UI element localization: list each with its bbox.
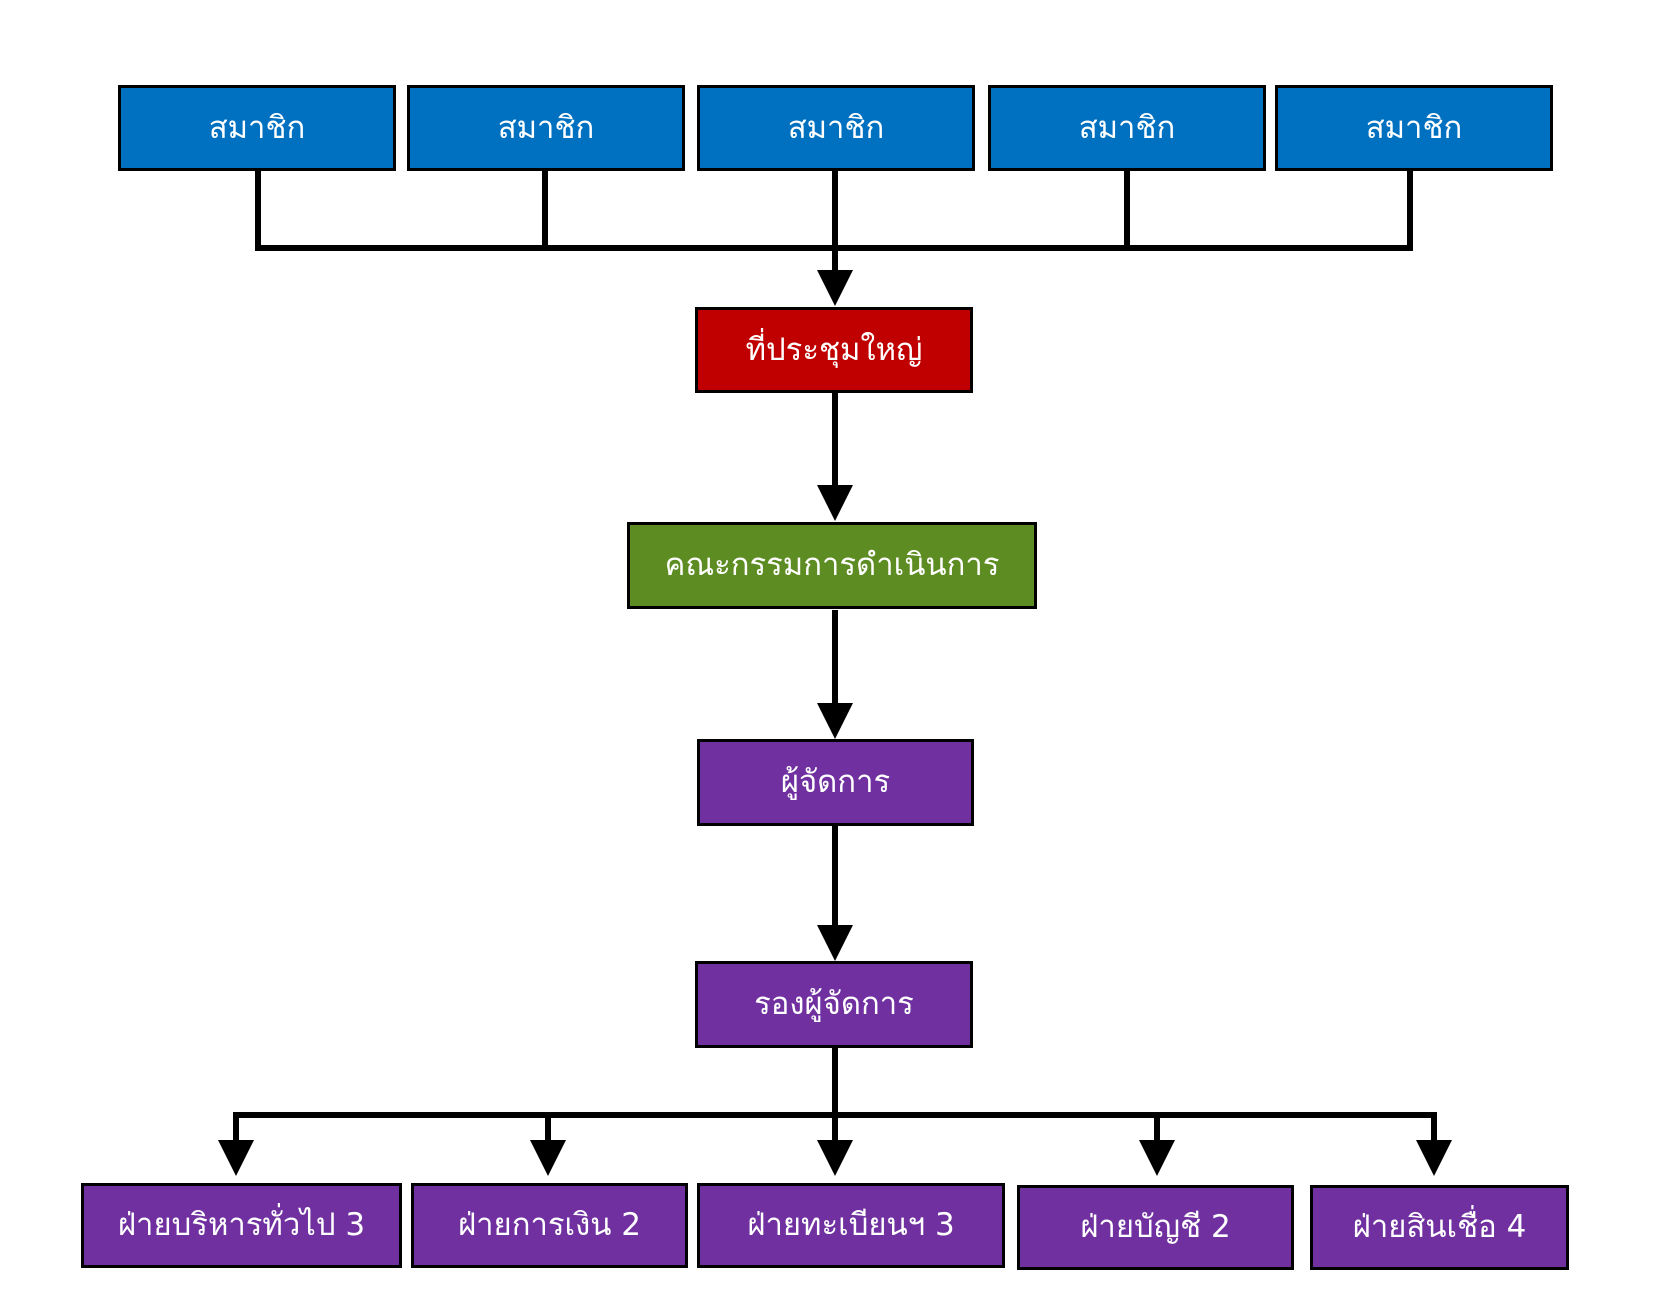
department-label: ฝ่ายทะเบียนฯ 3 bbox=[747, 1207, 955, 1243]
member-label: สมาชิก bbox=[497, 109, 595, 146]
department-box-2: ฝ่ายการเงิน 2 bbox=[411, 1183, 688, 1268]
member-label: สมาชิก bbox=[1078, 109, 1176, 146]
department-label: ฝ่ายการเงิน 2 bbox=[457, 1207, 642, 1243]
general-assembly-box: ที่ประชุมใหญ่ bbox=[695, 307, 973, 393]
member-box-2: สมาชิก bbox=[407, 85, 685, 171]
committee-box: คณะกรรมการดำเนินการ bbox=[627, 522, 1037, 609]
member-box-1: สมาชิก bbox=[118, 85, 396, 171]
department-box-5: ฝ่ายสินเชื่อ 4 bbox=[1310, 1185, 1569, 1270]
department-label: ฝ่ายบัญชี 2 bbox=[1080, 1209, 1231, 1245]
member-label: สมาชิก bbox=[208, 109, 306, 146]
department-box-4: ฝ่ายบัญชี 2 bbox=[1017, 1185, 1294, 1270]
member-label: สมาชิก bbox=[1365, 109, 1463, 146]
member-box-3: สมาชิก bbox=[697, 85, 975, 171]
department-label: ฝ่ายบริหารทั่วไป 3 bbox=[117, 1207, 366, 1243]
member-box-4: สมาชิก bbox=[988, 85, 1266, 171]
department-box-3: ฝ่ายทะเบียนฯ 3 bbox=[697, 1183, 1005, 1268]
committee-label: คณะกรรมการดำเนินการ bbox=[664, 547, 1000, 583]
deputy-manager-label: รองผู้จัดการ bbox=[754, 986, 914, 1022]
member-box-5: สมาชิก bbox=[1275, 85, 1553, 171]
manager-label: ผู้จัดการ bbox=[780, 764, 891, 800]
department-label: ฝ่ายสินเชื่อ 4 bbox=[1352, 1209, 1527, 1245]
member-label: สมาชิก bbox=[787, 109, 885, 146]
general-assembly-label: ที่ประชุมใหญ่ bbox=[745, 331, 923, 368]
department-box-1: ฝ่ายบริหารทั่วไป 3 bbox=[81, 1183, 402, 1268]
manager-box: ผู้จัดการ bbox=[697, 739, 974, 826]
deputy-manager-box: รองผู้จัดการ bbox=[695, 961, 973, 1048]
